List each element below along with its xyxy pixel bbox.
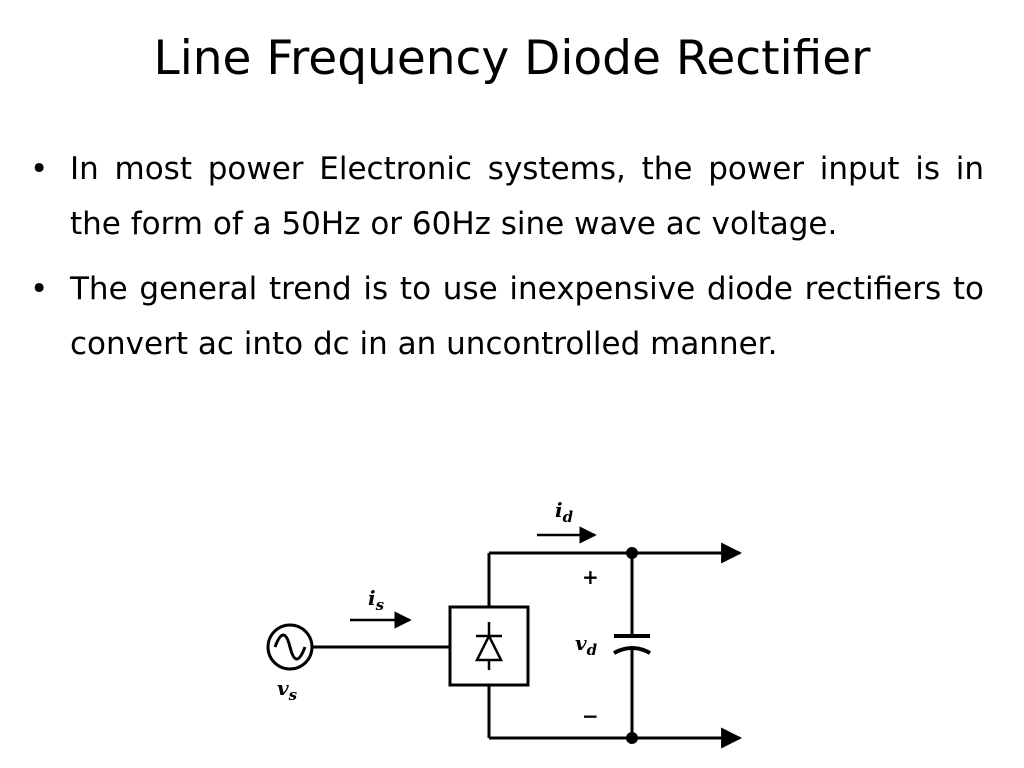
diode-icon — [474, 622, 504, 670]
source-voltage-label: vs — [277, 676, 298, 704]
slide-title: Line Frequency Diode Rectifier — [153, 31, 871, 86]
input-current-label: is — [368, 586, 385, 614]
circuit-svg: is vs — [266, 498, 743, 749]
bullet-item: • The general trend is to use inexpensiv… — [28, 262, 984, 372]
bullet-text: In most power Electronic systems, the po… — [70, 151, 984, 242]
plus-sign: + — [582, 565, 599, 589]
minus-sign: − — [582, 704, 599, 728]
bullet-marker: • — [30, 151, 49, 187]
bullet-list: • In most power Electronic systems, the … — [28, 142, 984, 382]
rectifier-block — [448, 605, 530, 687]
bullet-text: The general trend is to use inexpensive … — [70, 271, 984, 362]
capacitor-icon — [613, 553, 651, 738]
dc-voltage-label: vd — [575, 631, 598, 659]
rectifier-circuit-diagram: is vs — [250, 490, 770, 755]
bullet-marker: • — [30, 271, 49, 307]
ac-source-icon — [266, 623, 314, 671]
bullet-item: • In most power Electronic systems, the … — [28, 142, 984, 252]
dc-current-label: id — [555, 498, 574, 526]
